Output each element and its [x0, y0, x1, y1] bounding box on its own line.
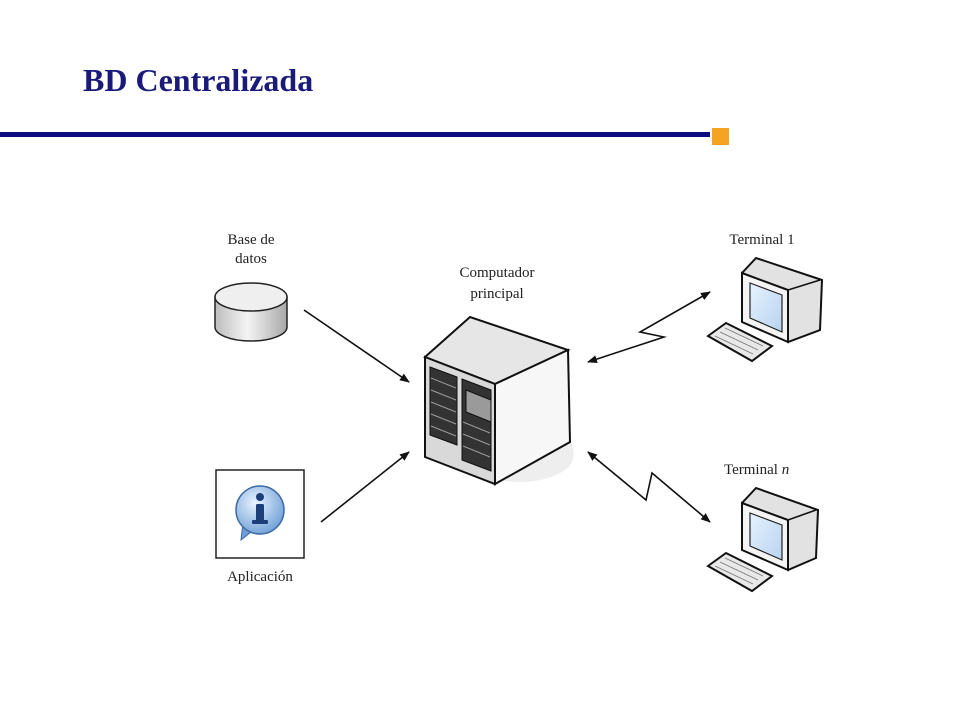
computer-icon [706, 256, 824, 363]
terminal-1-label: Terminal 1 [729, 232, 794, 248]
server-node: Computador principal [423, 265, 574, 486]
terminal-n-label-text: Terminal [724, 462, 778, 478]
terminal-1-node: Terminal 1 [706, 232, 824, 363]
title-accent-square [712, 128, 729, 145]
database-node: Base de datos [214, 232, 288, 342]
computer-icon [706, 486, 820, 593]
server-label-line2: principal [470, 286, 523, 302]
database-icon [214, 282, 288, 342]
slide-title: BD Centralizada [83, 62, 314, 98]
link-server-terminal-1 [587, 291, 711, 363]
terminal-n-node: Terminal n [706, 462, 820, 593]
arrow-application-to-server [320, 451, 410, 523]
link-server-terminal-n [587, 451, 711, 523]
terminal-n-label-var: n [782, 462, 790, 478]
database-label-line2: datos [235, 251, 267, 267]
application-node: Aplicación [215, 469, 305, 585]
title-underline [0, 132, 710, 137]
server-label-line1: Computador [460, 265, 535, 281]
info-icon [235, 485, 285, 542]
database-label-line1: Base de [227, 232, 274, 248]
server-icon [423, 315, 574, 486]
application-label: Aplicación [227, 569, 293, 585]
arrow-database-to-server [303, 309, 410, 383]
terminal-n-label: Terminal n [724, 462, 789, 478]
